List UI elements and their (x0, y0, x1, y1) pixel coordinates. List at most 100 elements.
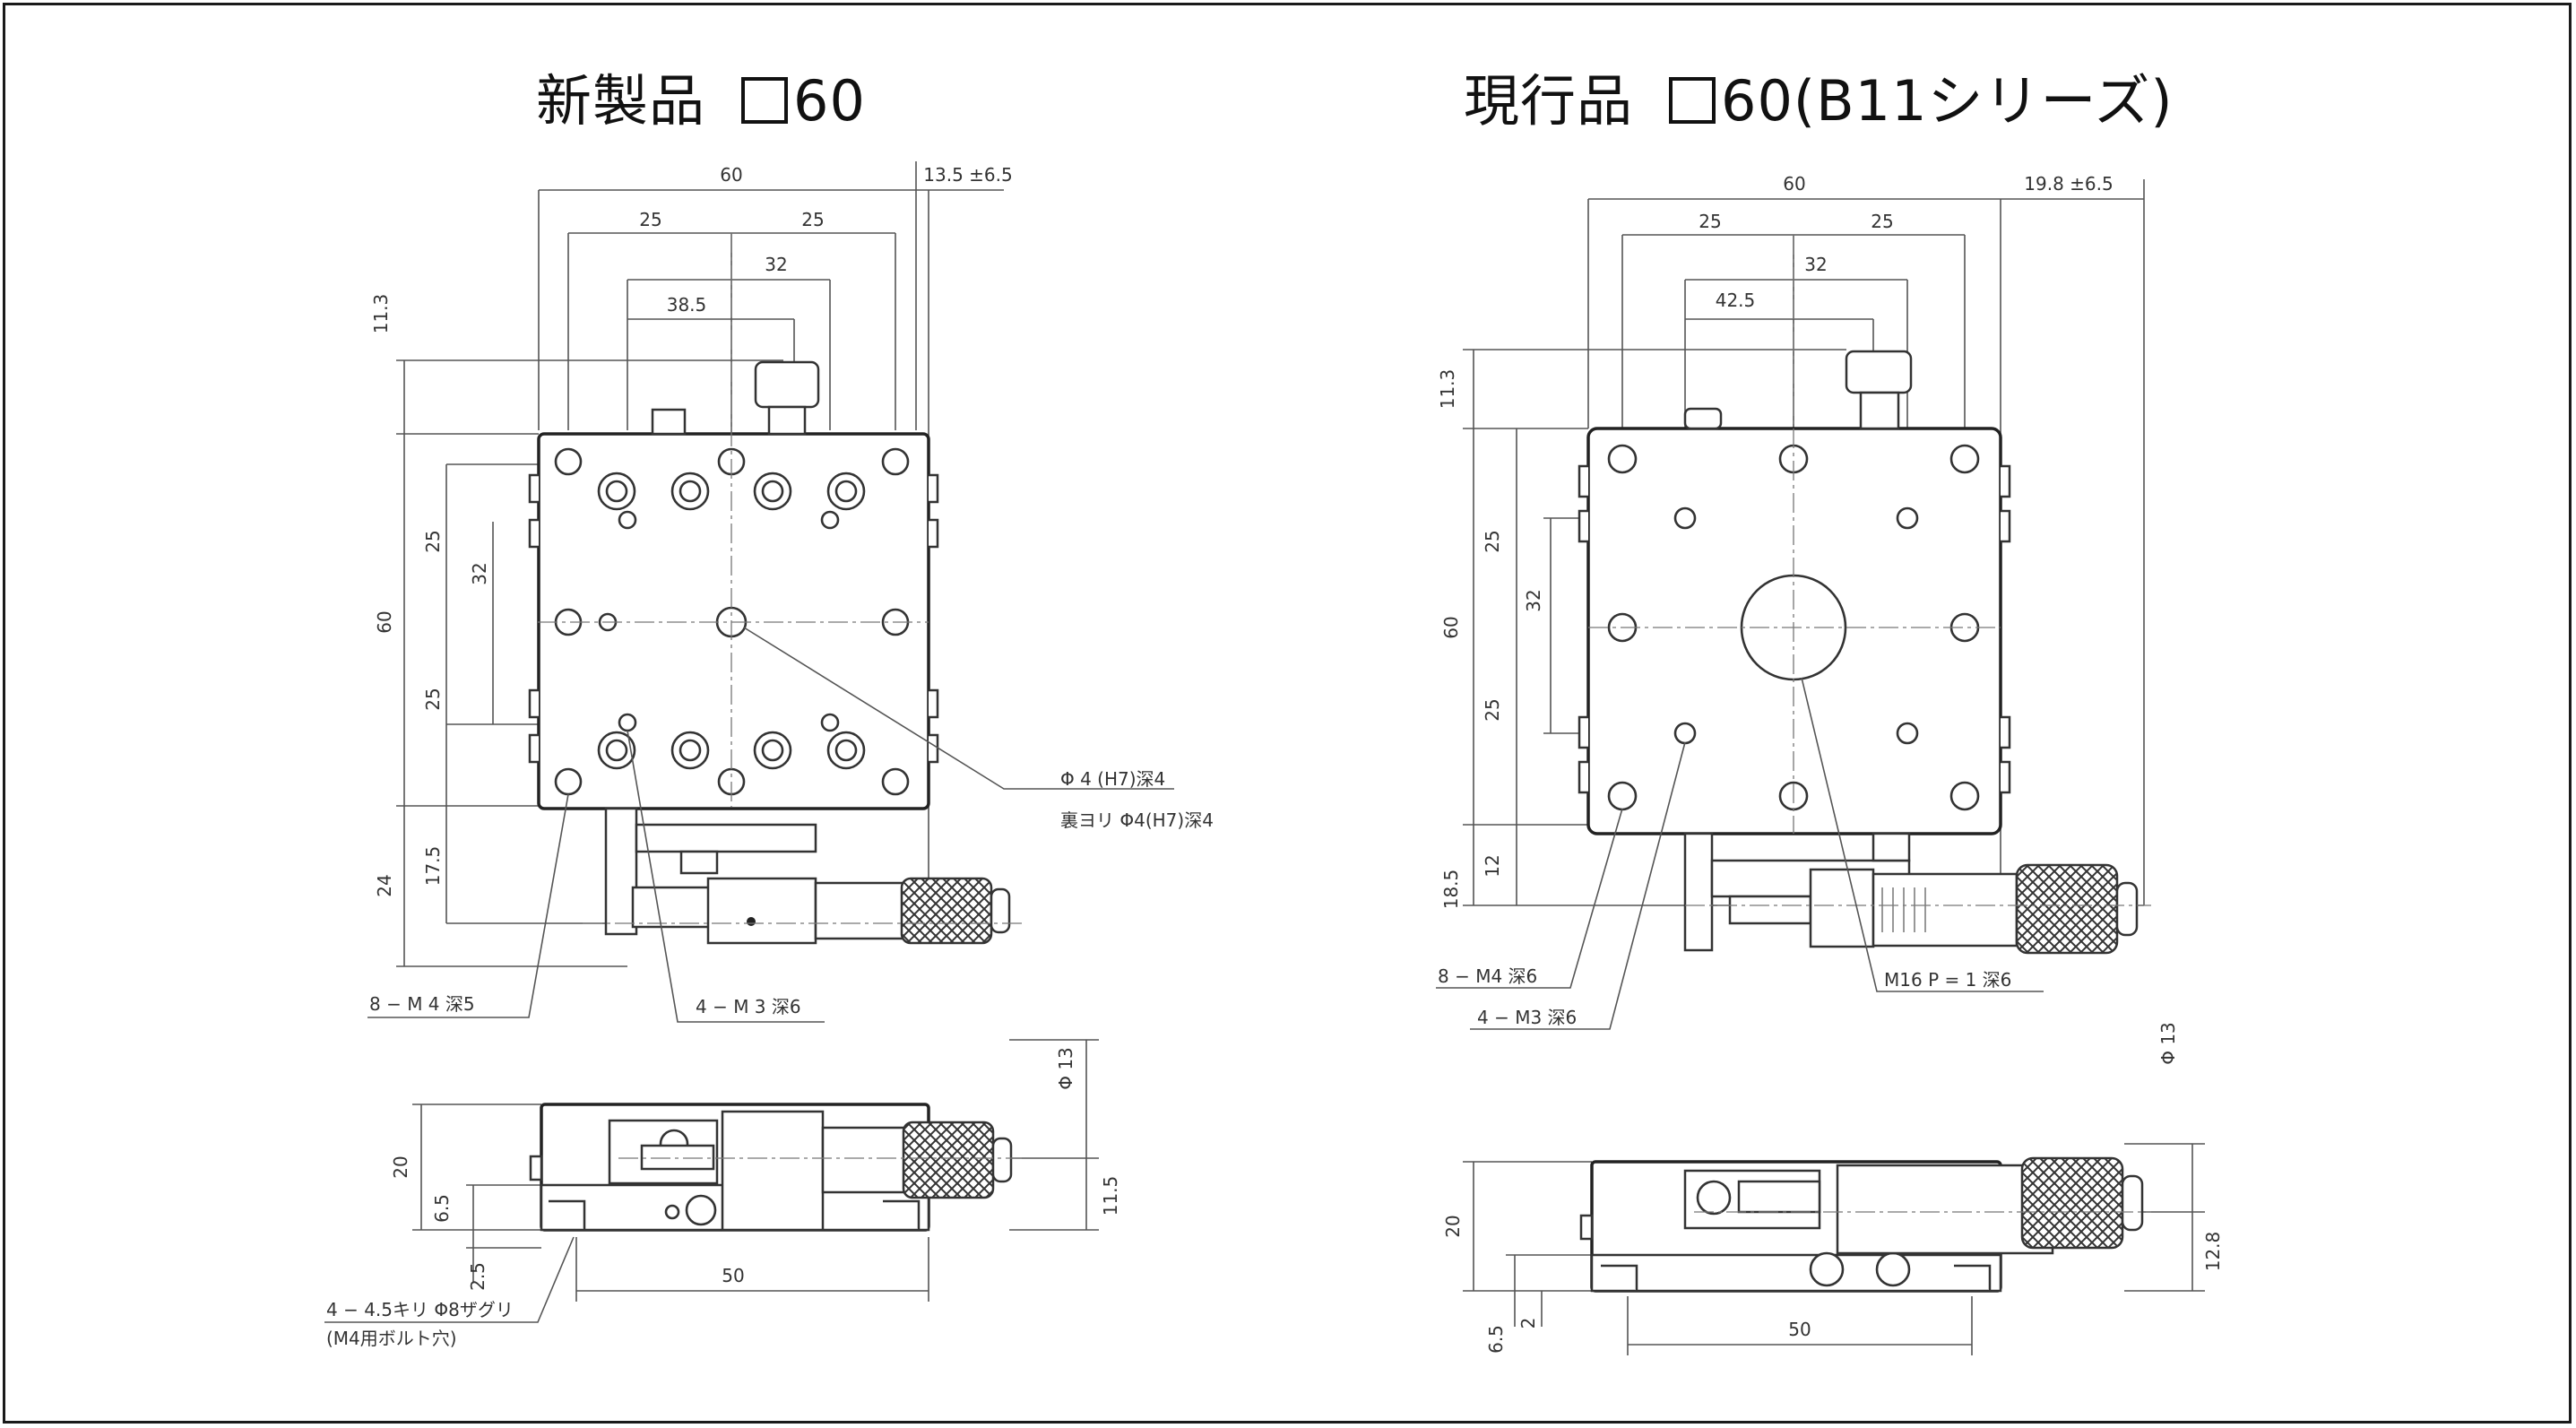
note-m4-taps: 8 − M 4 深5 (369, 993, 475, 1015)
top-lock-block (651, 408, 687, 436)
right-heading-size: 60 (1721, 68, 1794, 134)
side-base (1590, 1253, 2002, 1293)
dim-pitch-v1: 25 (422, 530, 444, 552)
right-side-view: 20 6.5 2 12.8 Φ 13 50 (1442, 1022, 2224, 1355)
side-rails (1601, 1264, 1992, 1291)
dim-side-bottom: 2.5 (467, 1262, 488, 1291)
dim-top-width: 60 (720, 164, 742, 186)
side-mic-shaft (1737, 1180, 1821, 1214)
side-mic-body (721, 1110, 825, 1232)
dim-pitch-a: 25 (1699, 211, 1721, 232)
leader-m4 (367, 793, 569, 1018)
feed-screw-neck (767, 405, 807, 436)
left-micrometer (604, 807, 1011, 945)
dim-pitch-b: 25 (801, 209, 824, 230)
leader-center-thread (1801, 677, 2044, 992)
right-micrometer (1683, 832, 2139, 955)
dim-side-axis: 12.8 (2202, 1232, 2224, 1272)
left-top-view: 60 13.5 ±6.5 25 25 32 38.5 11.3 60 25 25… (367, 161, 1214, 1023)
dim-base-width: 50 (1788, 1319, 1811, 1340)
dim-mic-axis: 12 (1482, 854, 1503, 877)
dim-side-height: 20 (390, 1155, 411, 1178)
right-heading: 現行品 60(B11シリーズ) (1464, 56, 2174, 136)
figure-frame (3, 3, 2572, 1424)
feed-screw-cap (754, 360, 820, 409)
side-dimension-lines (1473, 1144, 2193, 1346)
leader-counterbore (324, 1236, 575, 1323)
side-tabs (528, 473, 939, 764)
scale-graduations (1881, 887, 1926, 932)
leader-m4 (1436, 808, 1623, 989)
right-heading-series: (B11シリーズ) (1793, 68, 2174, 134)
right-top-centerlines (1588, 235, 2151, 906)
dim-pitch-a: 25 (639, 209, 661, 230)
dim-mic-drop: 24 (374, 874, 395, 896)
side-tab (529, 1155, 543, 1181)
left-heading-name: 新製品 (536, 68, 706, 134)
note-m3-taps: 4 − M3 深6 (1477, 1007, 1577, 1028)
top-lock-block (1683, 407, 1723, 430)
dim-side-height: 20 (1442, 1215, 1464, 1237)
dim-base-width: 50 (722, 1265, 744, 1286)
leader-m3 (1470, 741, 1686, 1030)
feed-screw-neck (1859, 391, 1900, 430)
dim-knob-dia: Φ 13 (1055, 1047, 1076, 1090)
right-heading-name: 現行品 (1464, 68, 1634, 134)
dim-screw-height: 11.3 (370, 294, 392, 334)
note-back-hole: 裏ヨリ Φ4(H7)深4 (1060, 809, 1214, 831)
note-center-thread: M16 P = 1 深6 (1884, 969, 2011, 991)
dim-pitch-v2: 25 (422, 688, 444, 710)
dim-top-offset: 19.8 ±6.5 (2024, 173, 2113, 195)
dim-side-bottom: 6.5 (1485, 1325, 1507, 1354)
left-side-view: 20 6.5 2.5 11.5 Φ 13 50 4 − 4.5キリ Φ8ザグリ … (324, 1039, 1121, 1349)
dim-pitch-v1: 25 (1482, 530, 1503, 552)
dim-side-gap: 2 (1517, 1318, 1539, 1329)
dim-side-axis: 11.5 (1100, 1176, 1121, 1216)
dim-mic-drop: 18.5 (1440, 870, 1462, 910)
note-m3-taps: 4 − M 3 深6 (696, 996, 801, 1017)
side-bolt-2 (685, 1194, 717, 1226)
dim-screw-pos: 38.5 (667, 294, 707, 316)
side-mic-cap (2121, 1174, 2144, 1232)
dim-body-height: 60 (374, 610, 395, 633)
side-bolt-2 (1809, 1251, 1845, 1287)
dim-pitch-b: 25 (1871, 211, 1893, 232)
dim-screw-pos: 42.5 (1716, 290, 1756, 311)
feed-screw-cap (1845, 350, 1913, 394)
note-counterbore-bolt: (M4用ボルト穴) (326, 1328, 457, 1349)
square-symbol-icon (1669, 77, 1716, 124)
dim-body-height: 60 (1440, 616, 1462, 638)
left-top-centerlines (538, 233, 1022, 924)
side-mic-body (1836, 1164, 2054, 1255)
right-top-view: 60 19.8 ±6.5 25 25 32 42.5 11.3 60 25 25… (1436, 173, 2151, 1030)
side-extension-lines (1463, 1143, 2205, 1355)
dim-hole-span-v: 32 (469, 562, 490, 584)
side-tab (1579, 1214, 1594, 1241)
note-center-hole: Φ 4 (H7)深4 (1060, 768, 1165, 790)
dim-hole-span: 32 (765, 254, 787, 275)
side-pin (664, 1204, 680, 1220)
side-extension-lines (412, 1039, 1099, 1302)
side-dimension-lines (420, 1040, 1087, 1292)
dim-top-width: 60 (1783, 173, 1805, 195)
lock-pin-icon (747, 917, 756, 926)
left-top-holes (554, 447, 910, 796)
dim-top-offset: 13.5 ±6.5 (923, 164, 1012, 186)
dim-side-mount: 6.5 (431, 1194, 453, 1223)
dim-hole-span: 32 (1804, 254, 1827, 275)
dim-mic-axis: 17.5 (422, 846, 444, 887)
note-counterbore: 4 − 4.5キリ Φ8ザグリ (326, 1299, 514, 1320)
side-mic-cap (991, 1137, 1013, 1183)
side-rails (549, 1199, 921, 1230)
dim-screw-height: 11.3 (1437, 369, 1458, 410)
dim-knob-dia: Φ 13 (2157, 1022, 2179, 1065)
dim-pitch-v2: 25 (1482, 698, 1503, 721)
side-mic-sleeve (821, 1126, 911, 1194)
side-bolt-3 (1875, 1251, 1911, 1287)
side-tabs (1578, 464, 2011, 794)
side-mic-thimble (902, 1121, 995, 1199)
side-bolt-1 (1696, 1180, 1732, 1216)
square-symbol-icon (741, 77, 789, 124)
